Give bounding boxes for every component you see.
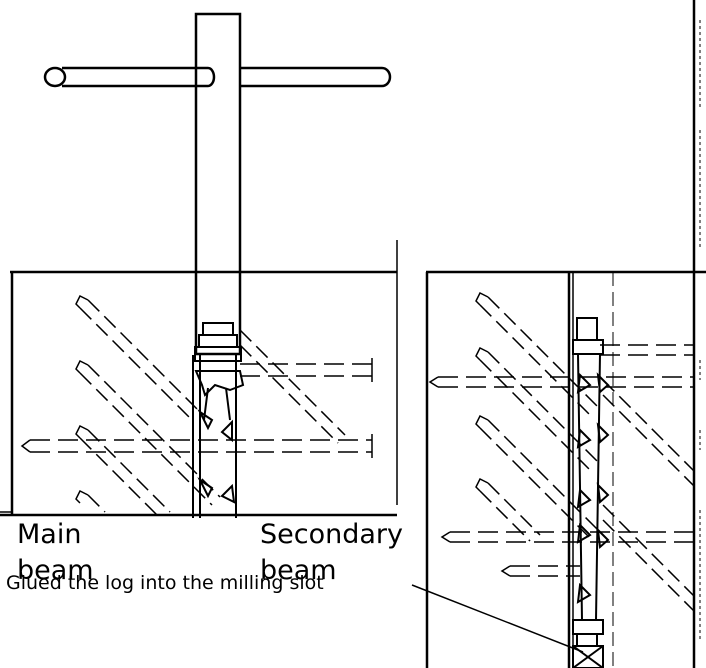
horizontal-screw-tips-right: [428, 376, 511, 577]
slot-screw-heads-left: [197, 409, 236, 504]
left-elevation-view: [0, 12, 398, 518]
right-section-view: [411, 0, 706, 668]
diagonal-screw-tips-right: [475, 291, 489, 492]
rail-screw-heads: [576, 372, 610, 604]
diagonal-screws-left: [79, 299, 346, 517]
glued-note-leader: [411, 584, 584, 653]
diagonal-screws-right: [479, 296, 695, 612]
horizontal-screws-right: [438, 344, 694, 577]
secondary-beam-label-line1: Secondary: [260, 519, 403, 550]
secondary-beam-label-line2: beam: [260, 555, 337, 586]
screw-tip: [20, 439, 31, 453]
glued-note-label: Glued the log into the milling slot: [6, 572, 324, 594]
t-handle: [43, 12, 392, 356]
right-beam-outline: [425, 0, 706, 668]
horizontal-screws-left: [30, 363, 372, 453]
main-beam-label-line2: beam: [17, 555, 94, 586]
main-beam-label-line1: Main: [17, 519, 82, 550]
diagonal-screw-tips-left: [75, 294, 89, 504]
main-beam-outline: [0, 270, 397, 517]
